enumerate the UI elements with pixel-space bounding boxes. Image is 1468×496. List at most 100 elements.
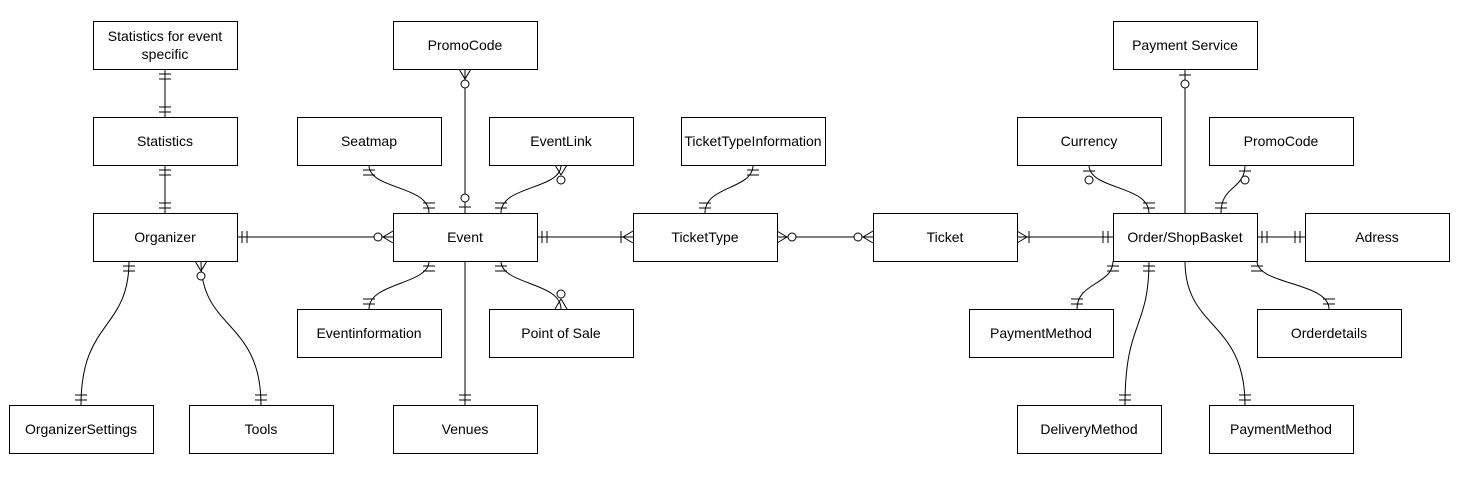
relationship-line [368,164,430,214]
entity-box [1017,405,1162,454]
entity-point-of-sale[interactable]: Point of Sale [489,309,634,358]
entity-box [93,213,238,262]
entity-box [489,309,634,358]
notation-circle [853,232,863,242]
relationship-organizer-organizer-settings [75,260,135,406]
notation-circle [373,232,383,242]
entity-eventlink[interactable]: EventLink [489,117,634,166]
entity-tickettype[interactable]: TicketType [633,213,778,262]
entity-label: Orderdetails [1291,325,1367,341]
relationship-promocode-top-event [458,68,472,213]
entity-box [1257,309,1402,358]
entity-label: Organizer [134,229,196,245]
entity-stats-event[interactable]: Statistics for event specific [93,21,238,70]
notation-crow [862,230,874,238]
entity-seatmap[interactable]: Seatmap [297,117,442,166]
entity-venues[interactable]: Venues [393,405,538,454]
notation-crow [458,68,466,80]
entity-label: Ticket [927,229,964,245]
entity-label: PaymentMethod [990,325,1092,341]
entity-box [393,405,538,454]
entity-label: Statistics for event [108,28,222,44]
notation-circle [787,232,797,242]
relationship-tickettype-info-tickettype [699,164,759,214]
entity-label: Eventinformation [316,325,421,341]
entity-box [393,213,538,262]
entity-label: DeliveryMethod [1040,421,1137,437]
entity-label: OrganizerSettings [25,421,137,437]
relationship-eventlink-event [495,164,568,214]
entity-eventinformation[interactable]: Eventinformation [297,309,442,358]
entity-statistics[interactable]: Statistics [93,117,238,166]
notation-circle [196,271,206,281]
relationship-organizer-event [237,230,394,244]
notation-crow [622,230,634,238]
entity-event[interactable]: Event [393,213,538,262]
notation-crow [382,236,394,244]
entity-promocode-right[interactable]: PromoCode [1209,117,1354,166]
entity-payment-service[interactable]: Payment Service [1113,21,1258,70]
relationship-line [80,260,130,406]
relationship-order-orderdetails [1251,260,1335,310]
relationship-event-tickettype [537,230,634,244]
relationship-line [1076,260,1114,310]
entity-box [969,309,1114,358]
entity-paymentmethod-2[interactable]: PaymentMethod [1209,405,1354,454]
entity-promocode-top[interactable]: PromoCode [393,21,538,70]
notation-crow [560,298,568,310]
entity-tools[interactable]: Tools [189,405,334,454]
entity-deliverymethod[interactable]: DeliveryMethod [1017,405,1162,454]
relationship-promocode-right-order [1215,164,1251,214]
entity-boxes: Statistics for event specificStatisticsOr… [9,21,1450,454]
entity-label: Tools [245,421,278,437]
entity-box [873,213,1018,262]
relationship-line [200,260,262,406]
entity-label: Venues [442,421,489,437]
relationship-stats-event-statistics [159,69,171,117]
entity-box [681,117,826,166]
relationship-line [1124,260,1150,406]
notation-circle [556,289,566,299]
entity-organizer-settings[interactable]: OrganizerSettings [9,405,154,454]
notation-crow [1016,236,1028,244]
entity-label: Seatmap [341,133,397,149]
entity-label: specific [142,46,189,62]
relationship-line [1256,260,1330,310]
entity-order[interactable]: Order/ShopBasket [1113,213,1258,262]
relationship-order-paymentmethod-2 [1184,260,1251,406]
entity-label: PromoCode [1244,133,1319,149]
entity-box [1305,213,1450,262]
relationship-line [1220,164,1246,214]
entity-currency[interactable]: Currency [1017,117,1162,166]
entity-box [297,309,442,358]
relationship-order-adress [1257,231,1305,243]
entity-paymentmethod-1[interactable]: PaymentMethod [969,309,1114,358]
entity-tickettype-info[interactable]: TicketTypeInformation [681,117,826,166]
relationship-line [368,260,430,310]
notation-circle [556,175,566,185]
entity-label: TicketTypeInformation [684,133,821,149]
notation-circle [460,193,470,203]
notation-crow [554,164,562,176]
entity-box [633,213,778,262]
entity-box [1209,117,1354,166]
entity-organizer[interactable]: Organizer [93,213,238,262]
relationship-order-paymentmethod-1 [1071,260,1119,310]
notation-circle [460,79,470,89]
entity-label: PromoCode [428,37,503,53]
entity-label: Point of Sale [521,325,601,341]
relationship-event-venues [459,261,471,405]
entity-box [489,117,634,166]
entity-label: EventLink [530,133,592,149]
entity-orderdetails[interactable]: Orderdetails [1257,309,1402,358]
relationship-organizer-tools [194,260,267,406]
relationship-order-deliverymethod [1119,260,1155,406]
entity-box [1017,117,1162,166]
notation-crow [382,230,394,238]
notation-crow [776,236,788,244]
entity-ticket[interactable]: Ticket [873,213,1018,262]
entity-adress[interactable]: Adress [1305,213,1450,262]
entity-label: Event [447,229,483,245]
entity-label: TicketType [671,229,738,245]
